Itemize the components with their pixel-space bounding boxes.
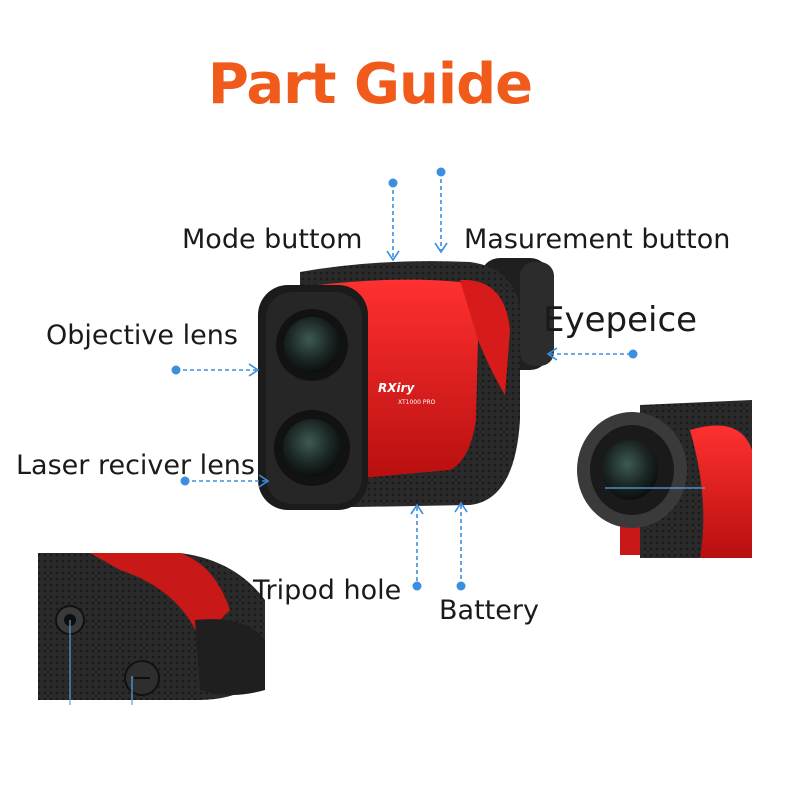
label-mode-button: Mode buttom xyxy=(182,224,363,255)
eyepiece-closeup xyxy=(577,400,753,558)
bottom-closeup xyxy=(38,553,265,700)
callout-pointers xyxy=(69,167,705,705)
label-laser-receiver-lens: Laser reciver lens xyxy=(16,450,255,481)
page-title: Part Guide xyxy=(207,52,533,117)
label-measurement-button: Masurement button xyxy=(464,224,731,255)
brand-logo: RXiry xyxy=(378,381,416,395)
label-tripod-hole: Tripod hole xyxy=(253,575,402,606)
rangefinder-device: RXiry XT1000 PRO xyxy=(258,258,554,510)
label-eyepiece: Eyepeice xyxy=(543,300,698,340)
label-objective-lens: Objective lens xyxy=(46,320,238,351)
model-text: XT1000 PRO xyxy=(398,399,436,406)
label-battery: Battery xyxy=(439,595,539,626)
